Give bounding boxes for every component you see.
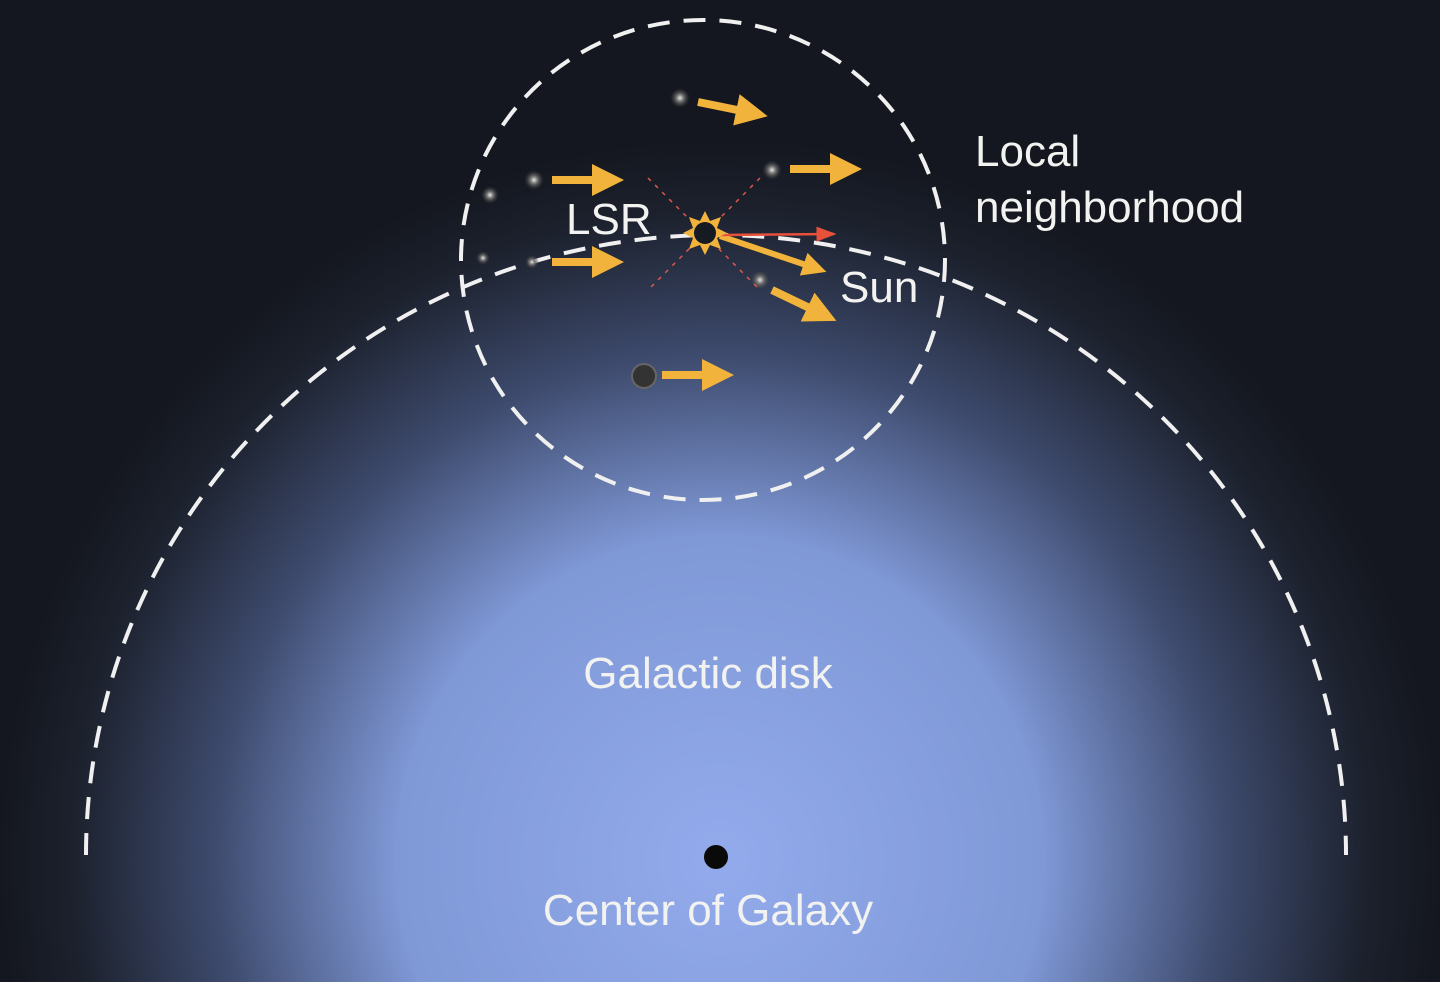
sun-peculiar-arrow bbox=[719, 233, 827, 276]
sun-velocity-arrow bbox=[717, 226, 837, 242]
galaxy-center-label: Center of Galaxy bbox=[543, 886, 873, 935]
lsr-dashed-rays bbox=[647, 177, 761, 291]
arrow bbox=[697, 94, 768, 126]
star-motion-arrows bbox=[552, 94, 862, 391]
lsr-ray bbox=[647, 177, 761, 291]
star bbox=[762, 160, 782, 180]
local-neighborhood-label-2: neighborhood bbox=[975, 183, 1244, 232]
lsr-label: LSR bbox=[566, 195, 652, 244]
local-neighborhood-label: Local bbox=[975, 127, 1080, 176]
star bbox=[476, 251, 490, 265]
star bbox=[525, 255, 539, 269]
arrow bbox=[770, 286, 837, 322]
local-neighborhood-circle bbox=[459, 18, 947, 502]
star bbox=[524, 170, 544, 190]
star bbox=[750, 270, 770, 290]
sun-icon bbox=[683, 211, 727, 255]
star bbox=[631, 363, 657, 389]
neighborhood-stars bbox=[476, 88, 782, 389]
star bbox=[481, 186, 499, 204]
galactic-disk-label: Galactic disk bbox=[583, 649, 833, 698]
sun-label: Sun bbox=[840, 263, 918, 312]
lsr-ray bbox=[647, 177, 761, 291]
star bbox=[670, 88, 690, 108]
galaxy-center-dot bbox=[704, 845, 728, 869]
